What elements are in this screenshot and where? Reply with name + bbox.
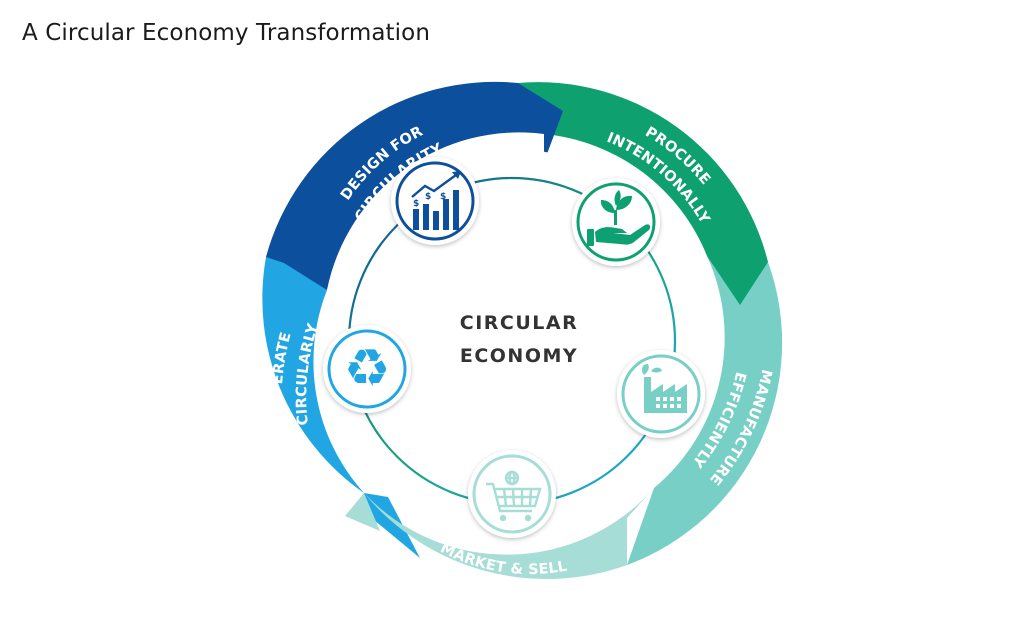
svg-text:♻: ♻ xyxy=(344,339,391,399)
shopping-cart-icon xyxy=(468,450,556,538)
ring-segment-market xyxy=(345,488,654,580)
factory-icon xyxy=(617,350,705,438)
ring-segment-procure xyxy=(518,82,768,305)
ring-segment-design xyxy=(266,81,563,290)
ring-segment-manufacture xyxy=(627,256,783,565)
svg-text:$: $ xyxy=(440,192,446,202)
ring-segment-operate xyxy=(262,245,420,558)
center-title-line-1: CIRCULAR xyxy=(460,312,578,334)
page-title: A Circular Economy Transformation xyxy=(22,20,431,46)
hand-plant-icon xyxy=(572,178,660,266)
recycle-icon: ♻ xyxy=(323,325,411,413)
svg-text:$: $ xyxy=(425,192,431,202)
bar-chart-growth-icon: $ $ $ xyxy=(391,157,479,245)
svg-text:$: $ xyxy=(413,199,419,209)
center-title-line-2: ECONOMY xyxy=(460,345,578,367)
